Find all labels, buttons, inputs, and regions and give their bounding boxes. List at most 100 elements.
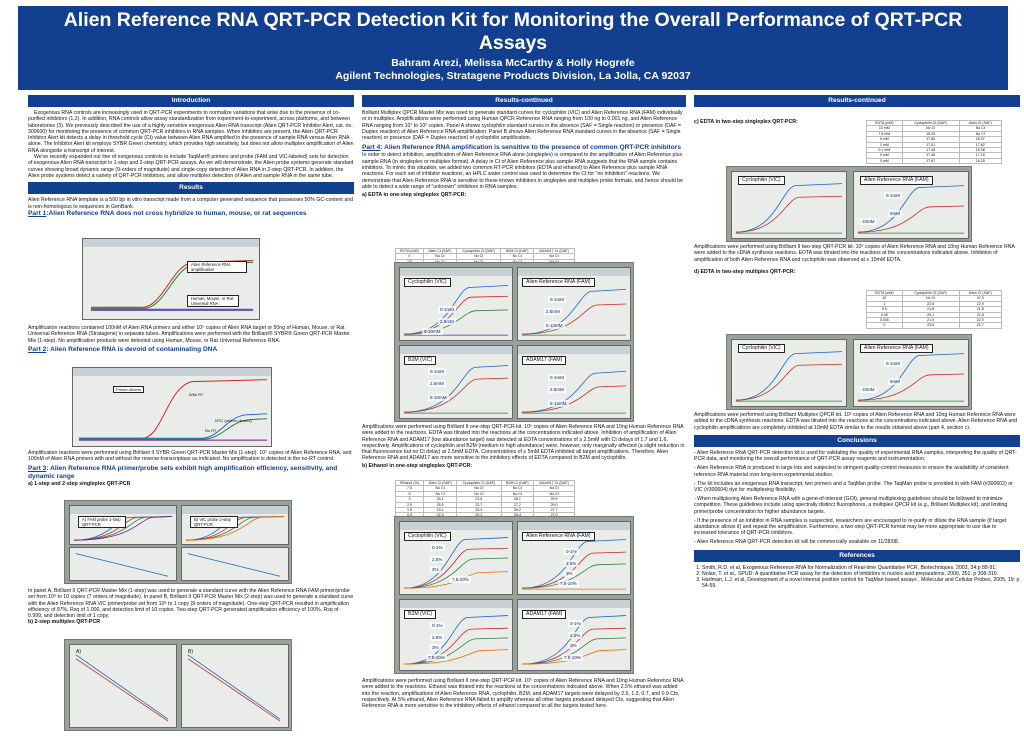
plot-header-bar bbox=[70, 506, 176, 514]
alien-curves-a bbox=[521, 289, 627, 336]
b2m-plot-b: B2M (VIC) 0-1% 2.5% 3% 7.5-10% bbox=[399, 599, 513, 671]
part3b-figure: A) B) bbox=[64, 639, 292, 731]
plot-header-bar bbox=[518, 268, 630, 276]
ethanol-label-0: 0-1% bbox=[564, 548, 579, 555]
table-cell: No Ct bbox=[533, 490, 575, 498]
table-cell: 0 bbox=[866, 322, 903, 329]
references-list: Smith, R.D. et al, Exogenous Reference R… bbox=[694, 565, 1020, 590]
table-header-cell: ADAM17 Ct (DAF) bbox=[533, 247, 575, 255]
part2-heading: Part 2: Alien Reference RNA is devoid of… bbox=[28, 346, 354, 354]
edta-label-2: 5-10mM bbox=[422, 328, 443, 335]
results-intro-text: Alien Reference RNA template is a 500 bp… bbox=[28, 197, 353, 210]
ethanol-label-2: 3% bbox=[564, 570, 575, 577]
edta-label-2: 5-10mM bbox=[548, 400, 569, 407]
part4-heading: Part 4: Alien Reference RNA amplificatio… bbox=[362, 144, 686, 152]
edta-2step-figure: Cyclophilin (VIC) Alien Reference RNA (F… bbox=[726, 166, 972, 242]
table-cell: 1.5 bbox=[394, 506, 425, 514]
part4-sub-c: c) EDTA in two-step singleplex QRT-PCR: bbox=[694, 119, 798, 125]
conclusion-item: - Alien Reference RNA is produced in lar… bbox=[694, 465, 1009, 478]
adam17-label-a: ADAM17 (FAM) bbox=[522, 356, 567, 365]
part3-title: : Alien Reference RNA primer/probe sets … bbox=[28, 464, 338, 480]
ethanol-label-3: 7.5-10% bbox=[450, 576, 471, 583]
table-cell: 26.97 bbox=[958, 136, 1003, 143]
part1-prefix: Part 1 bbox=[28, 209, 47, 217]
edta-label-0: 0-1mM bbox=[548, 296, 567, 303]
adam17-plot-b: ADAM17 (FAM) 0-1% 2.5% 3% 7.5-10% bbox=[517, 599, 631, 671]
column-1-part1-caption: Amplification reactions contained 100nM … bbox=[28, 325, 354, 354]
plot-header-bar bbox=[83, 239, 259, 247]
vic-std-line bbox=[187, 553, 281, 577]
table-cell: No Ct bbox=[456, 490, 502, 498]
part4-title: : Alien Reference RNA amplification is s… bbox=[380, 144, 682, 152]
ethanol-label-1: 2.5% bbox=[568, 632, 583, 639]
multiplex-label-b: B) bbox=[188, 649, 193, 655]
fam-std-line bbox=[75, 553, 169, 577]
table-edta-multiplex: EDTA (mM)Cyclophilin Ct (DAF)Alien Ct (S… bbox=[866, 289, 1003, 329]
table-cell: 3 bbox=[394, 496, 425, 503]
ethanol-label-1: 2.5% bbox=[430, 556, 445, 563]
table-header-cell: Cyclophilin Ct (DAF) bbox=[456, 479, 502, 487]
b2m-label-a: B2M (VIC) bbox=[404, 356, 437, 365]
part3-caption: In panel A, Brilliant II QRT-PCR Master … bbox=[28, 588, 354, 620]
vic-amp-plot: B) VIC probe 2-step QRT-PCR bbox=[181, 505, 289, 545]
cyclophilin-label-b: Cyclophilin (VIC) bbox=[404, 532, 451, 541]
column-3: Results-continued c) EDTA in two-step si… bbox=[694, 95, 1020, 126]
cyclophilin-label-a: Cyclophilin (VIC) bbox=[404, 278, 451, 287]
universal-rna-label: Human, Mouse, or Rat Universal RNA bbox=[187, 295, 239, 307]
alien-label-d: Alien Reference RNA (FAM) bbox=[860, 344, 933, 353]
part1-plot: Alien Reference RNA amplification Human,… bbox=[82, 238, 260, 320]
intro-paragraph-1: Exogenous RNA controls are increasingly … bbox=[28, 110, 354, 154]
table-header-row: EDTA (mM)Alien Ct (SAF)Cyclophilin Ct (D… bbox=[395, 247, 575, 255]
poster-authors: Bahram Arezi, Melissa McCarthy & Holly H… bbox=[391, 57, 635, 69]
edta-label-0: 0-1mM bbox=[428, 368, 447, 375]
adam17-label-b: ADAM17 (FAM) bbox=[522, 610, 567, 619]
table-cell: 22.6 bbox=[901, 322, 960, 329]
plot-header-bar bbox=[518, 346, 630, 354]
alien-amplification-label: Alien Reference RNA amplification bbox=[187, 261, 247, 273]
edta-multiplex-caption: Amplifications were performed using Bril… bbox=[694, 412, 1018, 431]
conclusion-item: - Alien Reference RNA QRT-PCR detection … bbox=[694, 539, 900, 546]
primer-dimers-label: Primer-dimers bbox=[113, 386, 145, 393]
table-header-row: Ethanol (%)Alien Ct (SAF)Cyclophilin Ct … bbox=[394, 479, 575, 487]
alien-plot-a: Alien Reference RNA (FAM) 0-1mM 2.5mM 5-… bbox=[517, 267, 631, 341]
edta-label-1: 2.5mM bbox=[544, 308, 562, 315]
table-cell: 23.6 bbox=[456, 496, 502, 503]
edta-label-0: 0-1mM bbox=[548, 374, 567, 381]
cyclophilin-plot-c: Cyclophilin (VIC) bbox=[731, 171, 847, 239]
column-2-ethanol-caption: Amplifications were performed using Bril… bbox=[362, 678, 686, 709]
edta-2step-label-0: 0-1mM bbox=[884, 192, 903, 199]
table-header-cell: Ethanol (%) bbox=[394, 479, 425, 487]
edta-label-2: 5-10mM bbox=[428, 394, 449, 401]
part2-curves bbox=[78, 379, 268, 441]
edta-label-1: 2.5mM bbox=[428, 380, 446, 387]
table-header-cell: Cyclophilin Ct (DAF) bbox=[455, 247, 502, 255]
conclusion-item: - Alien Reference RNA QRT-PCR detection … bbox=[694, 449, 1017, 463]
cyclophilin-curves-d bbox=[735, 351, 843, 402]
multiplex-text: Brilliant Multiplex QPCR Master Mix was … bbox=[362, 110, 683, 142]
alien-label-c: Alien Reference RNA (FAM) bbox=[860, 176, 933, 185]
table-header-row: EDTA (mM)Cyclophilin Ct (DAF)Alien Ct (S… bbox=[866, 119, 1003, 127]
references-header: References bbox=[694, 549, 1020, 562]
part4-sub-d: d) EDTA in two-step multiplex QRT-PCR: bbox=[694, 268, 796, 275]
table-cell: 22.7 bbox=[456, 501, 502, 509]
reference-item: Nolan, T. et al., SPUD: A quantitative P… bbox=[702, 571, 1020, 577]
ntc-label: NTC (primer-dimers) bbox=[215, 418, 252, 423]
alien-plot-c: Alien Reference RNA (FAM) 0-1mM 5mM 10mM bbox=[853, 171, 969, 239]
introduction-header: Introduction bbox=[28, 95, 354, 107]
title-banner: Alien Reference RNA QRT-PCR Detection Ki… bbox=[18, 6, 1008, 90]
b2m-curves-b bbox=[403, 615, 509, 665]
table-header-cell: Alien Ct (SAF) bbox=[958, 289, 1003, 297]
part1-caption: Amplification reactions contained 100nM … bbox=[28, 325, 350, 344]
no-rt-label: No RT bbox=[205, 428, 217, 433]
table-cell: 21.8 bbox=[958, 311, 1003, 319]
edta-multiplex-label-0: 0-1mM bbox=[884, 360, 903, 367]
conclusion-item: - When multiplexing Alien Reference RNA … bbox=[694, 496, 1008, 515]
part3-heading: Part 3: Alien Reference RNA primer/probe… bbox=[28, 465, 354, 481]
